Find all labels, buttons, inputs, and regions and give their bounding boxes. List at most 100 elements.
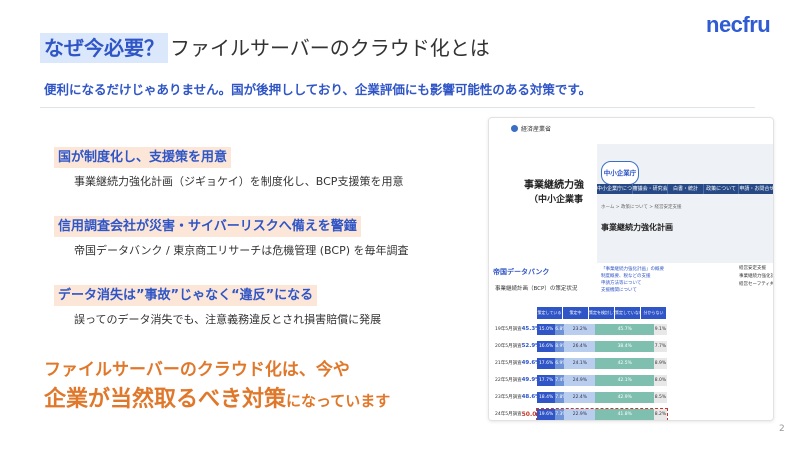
bar-segment: 6.8% [555,323,565,335]
bar-segment: 8.0% [653,374,667,386]
bar-segment: 23.2% [564,323,596,335]
bar-segment: 17.6% [537,357,556,369]
row-bar: 18.4%7.8%22.4%42.9%8.5% [537,391,667,403]
row-bar: 17.6%6.9%24.1%42.5%8.9% [537,357,667,369]
tdb-side-menu: 経営安定支援 事業継続力強化計画 経営セーフティ共済 [739,265,773,289]
bar-segment: 7.8% [555,391,565,403]
bcp-legend: 策定している 策定中 策定を検討している 策定していない 分からない [537,307,667,319]
bar-segment: 42.5% [595,357,654,369]
bar-segment: 19.6% [537,408,556,420]
tdb-link: 申請方法等について [601,281,642,286]
meti-nav-item: 中小企業庁について [597,184,633,194]
row-year: 21年5月調査 [495,361,522,366]
conclusion-line-1: ファイルサーバーのクラウド化は、今や [44,360,350,380]
row-bar: 16.6%8.9%26.4%38.4%7.7% [537,340,667,352]
meti-page-capture: 経済産業省 事業継続力強 （中小企業事 中小企業庁 中小企業庁について 審議会・… [489,118,774,263]
tdb-link: 支援機関について [601,288,637,293]
tdb-side-item: 事業継続力強化計画 [739,274,773,279]
page-title: なぜ今必要？ ファイルサーバーのクラウド化とは [40,32,490,64]
row-year: 23年5月調査 [495,395,522,400]
meti-nav-item: 政策について [704,184,740,194]
row-rate: 48.6% [521,394,541,400]
bar-segment: 8.9% [653,357,667,369]
bar-segment: 22.4% [564,391,596,403]
bar-segment: 18.4% [537,391,556,403]
row-year: 22年5月調査 [495,378,522,383]
bar-segment: 26.4% [564,340,596,352]
legend-item: 策定を検討している [589,307,614,319]
row-bar: 19.6%7.3%22.9%41.8%8.2% [536,407,668,420]
meti-page-title: 事業継続力強化計画 [601,223,673,232]
tdb-link-list: 「事業継続力強化計画」の概要 制度概要、税などの支援 申請方法等について 支援機… [601,266,664,294]
meti-emblem-icon [511,125,518,132]
bar-segment: 42.1% [595,374,654,386]
bar-segment: 7.4% [555,374,565,386]
meti-breadcrumb: ホーム > 政策について > 経営安定支援 [601,205,682,210]
brand-logo: necfru [706,12,771,37]
point-3-heading: データ消失は”事故”じゃなく“違反”になる [54,285,318,306]
meti-heading-2: （中小企業事 [529,195,584,205]
row-bar: 15.0%6.8%23.2%45.7%9.1% [537,323,667,335]
bar-segment: 24.1% [564,357,596,369]
tdb-chart-title: 事業継続計画（BCP）の策定状況 [495,286,578,292]
title-divider [40,107,755,108]
meti-nav-item: 審議会・研究会 [632,184,669,194]
meti-nav-item: 申請・お問合せ [739,186,774,192]
tdb-link: 「事業継続力強化計画」の概要 [601,267,664,272]
meti-nav-item: 白書・統計 [668,184,704,194]
point-2: 信用調査会社が災害・サイバーリスクへ備えを警鐘 帝国データバンク / 東京商工リ… [54,215,409,258]
bar-segment: 17.7% [537,374,556,386]
row-rate: 50.0% [521,410,543,418]
bar-segment: 38.4% [595,340,654,352]
meti-header: 経済産業省 [511,124,551,133]
meti-navigation: 中小企業庁について 審議会・研究会 白書・統計 政策について 申請・お問合せ [597,184,774,194]
row-year: 19年5月調査 [495,327,522,332]
bar-segment: 22.9% [564,408,596,420]
row-year: 20年5月調査 [495,344,522,349]
tdb-side-heading: 経営安定支援 [739,266,766,271]
bar-segment: 15.0% [537,323,556,335]
bar-segment: 7.7% [653,340,667,352]
tdb-survey-capture: 帝国データバンク 事業継続計画（BCP）の策定状況 「事業継続力強化計画」の概要… [489,263,773,420]
bcp-status-table: 策定している 策定中 策定を検討している 策定していない 分からない 19年5月… [495,307,668,420]
conclusion-line-2: 企業が当然取るべき対策になっています [44,381,390,413]
row-rate: 49.6% [521,360,541,366]
tdb-link: 制度概要、税などの支援 [601,274,651,279]
tdb-side-item: 経営セーフティ共済 [739,282,773,287]
point-1-description: 事業継続力強化計画（ジギョケイ）を制度化し、BCP支援策を用意 [74,175,404,188]
meti-ministry-name: 経済産業省 [521,126,552,133]
bar-segment: 8.5% [653,391,667,403]
bar-segment: 6.9% [555,357,565,369]
bar-segment: 8.9% [555,340,565,352]
bar-segment: 41.8% [595,408,654,420]
reference-screenshot: 経済産業省 事業継続力強 （中小企業事 中小企業庁 中小企業庁について 審議会・… [488,117,774,421]
row-year: 24年5月調査 [495,411,522,417]
row-bar: 17.7%7.4%24.9%42.1%8.0% [537,374,667,386]
point-3-description: 誤ってのデータ消失でも、注意義務違反とされ損害賠償に発展 [74,313,382,326]
bar-segment: 42.9% [595,391,654,403]
bar-segment: 16.6% [537,340,556,352]
meti-agency-badge: 中小企業庁 [601,161,639,185]
bar-segment: 45.7% [595,323,654,335]
meti-heading-1: 事業継続力強 [524,180,584,191]
bar-segment: 9.1% [653,323,667,335]
page-subtitle: 便利になるだけじゃありません。国が後押ししており、企業評価にも影響可能性のある対… [44,82,592,97]
conclusion-tail: になっています [286,392,391,410]
legend-item: 策定していない [615,307,640,319]
point-3: データ消失は”事故”じゃなく“違反”になる 誤ってのデータ消失でも、注意義務違反… [54,284,381,327]
row-rate: 45.3% [521,326,541,332]
row-rate: 49.9% [521,377,541,383]
bar-segment: 24.9% [564,374,596,386]
